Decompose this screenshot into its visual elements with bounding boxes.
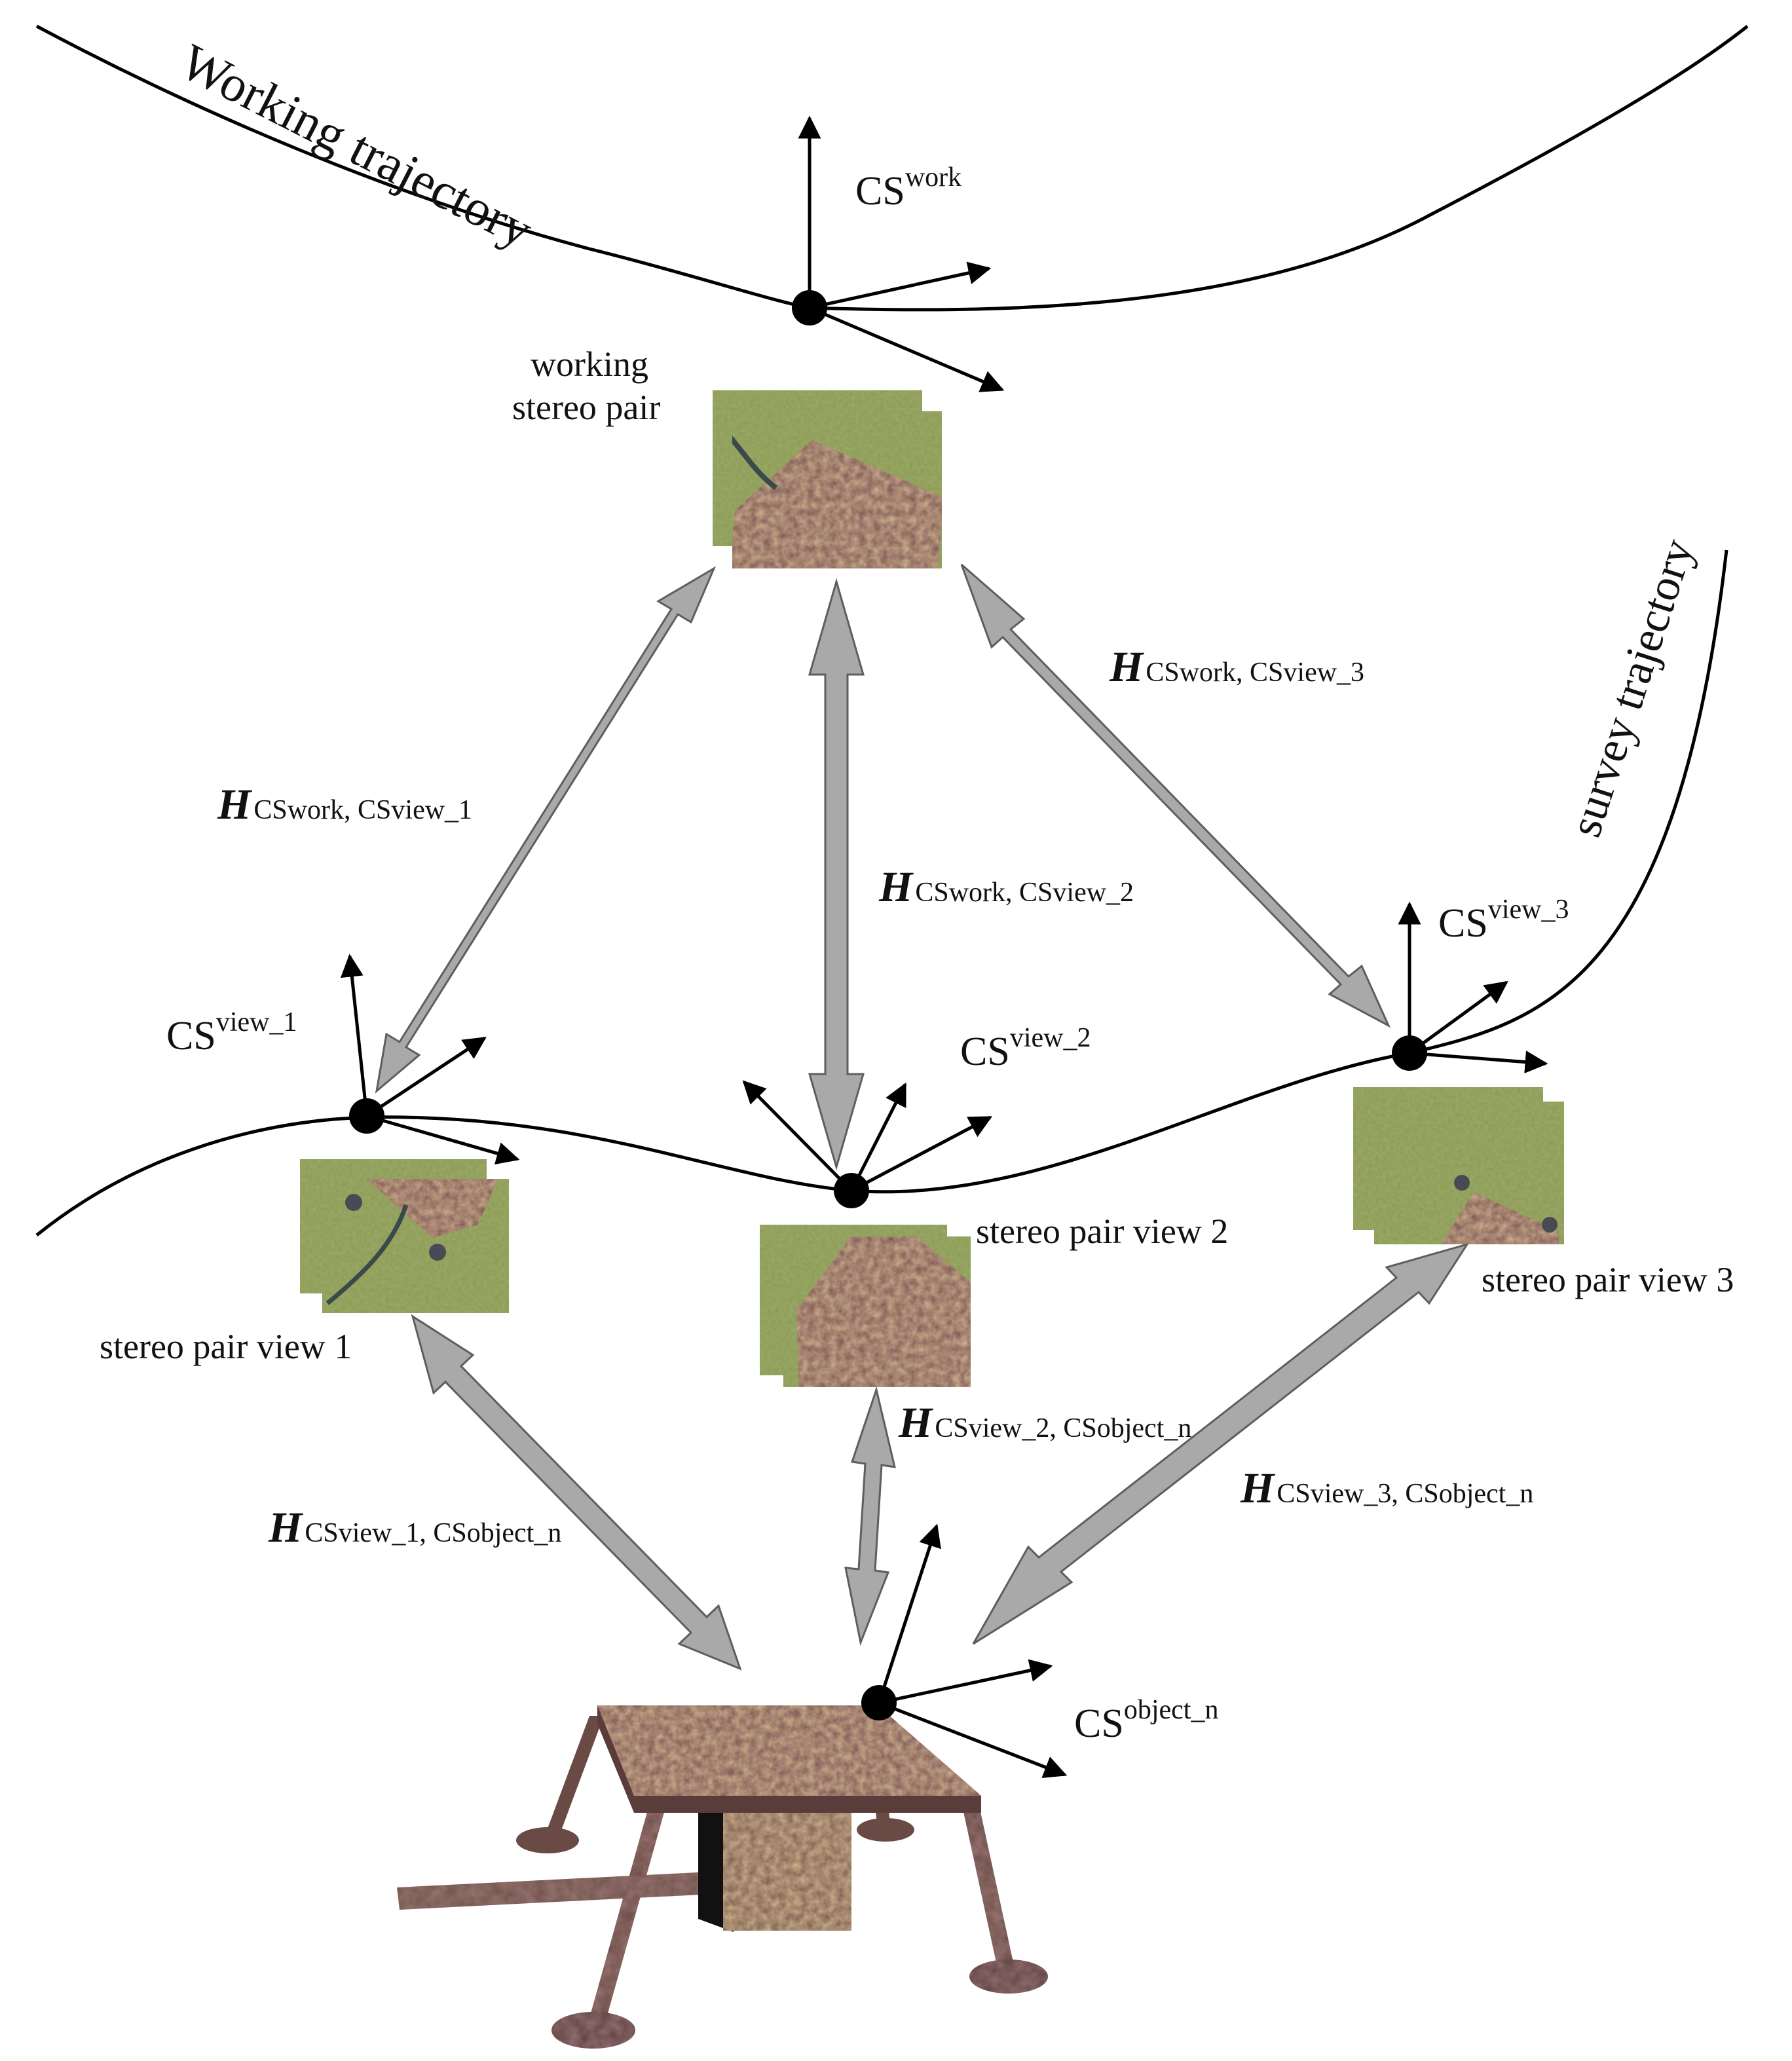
arrow-view1-object [411, 1314, 742, 1671]
survey-trajectory-label: survey trajectory [1560, 533, 1704, 843]
stereo-pair-view-2-image [760, 1225, 971, 1387]
frame-object-axes [861, 1523, 1068, 1778]
arrow-work-view1 [375, 566, 717, 1094]
frame-view-1-axes [340, 954, 520, 1165]
origin-view-2 [834, 1173, 869, 1208]
frame-work-axes [792, 115, 1005, 392]
object-structure [397, 1705, 1048, 2049]
origin-work [792, 290, 827, 325]
arrow-work-view3 [960, 563, 1391, 1028]
working-trajectory-label: Working trajectory [172, 33, 542, 259]
cs-work-label: CSwork [855, 162, 961, 214]
h-view1-object-label: HCSview_1, CSobject_n [268, 1504, 561, 1551]
h-view2-object-label: HCSview_2, CSobject_n [898, 1399, 1191, 1447]
cs-view-1-label: CSview_1 [166, 1007, 297, 1058]
working-trajectory-curve [35, 24, 1749, 312]
arrow-view3-object [972, 1242, 1470, 1645]
cs-view-2-label: CSview_2 [960, 1023, 1091, 1074]
arrow-view2-object [844, 1386, 896, 1646]
h-work-view3-label: HCSwork, CSview_3 [1109, 643, 1364, 691]
origin-view-1 [349, 1098, 384, 1134]
working-stereo-pair-image [713, 390, 942, 568]
stereo-view-3-label: stereo pair view 3 [1482, 1260, 1734, 1299]
working-stereo-label-line1: working [531, 344, 648, 384]
h-work-view1-label: HCSwork, CSview_1 [217, 781, 472, 828]
arrow-work-view2 [808, 578, 865, 1171]
working-stereo-label-line2: stereo pair [512, 388, 660, 427]
cs-view-3-label: CSview_3 [1438, 895, 1569, 946]
stereo-pair-view-3-image [1353, 1087, 1564, 1244]
frame-view-3-axes [1392, 901, 1548, 1074]
frame-view-2-axes [742, 1080, 993, 1208]
stereo-view-1-label: stereo pair view 1 [100, 1327, 352, 1366]
origin-object [861, 1685, 897, 1720]
cs-object-label: CSobject_n [1074, 1695, 1218, 1746]
stereo-pair-view-1-image [300, 1159, 509, 1313]
origin-view-3 [1392, 1035, 1427, 1071]
h-view3-object-label: HCSview_3, CSobject_n [1240, 1464, 1533, 1512]
survey-trajectory-curve [35, 549, 1728, 1236]
h-work-view2-label: HCSwork, CSview_2 [878, 863, 1134, 911]
stereo-view-2-label: stereo pair view 2 [976, 1212, 1228, 1251]
transform-arrows [375, 563, 1470, 1671]
